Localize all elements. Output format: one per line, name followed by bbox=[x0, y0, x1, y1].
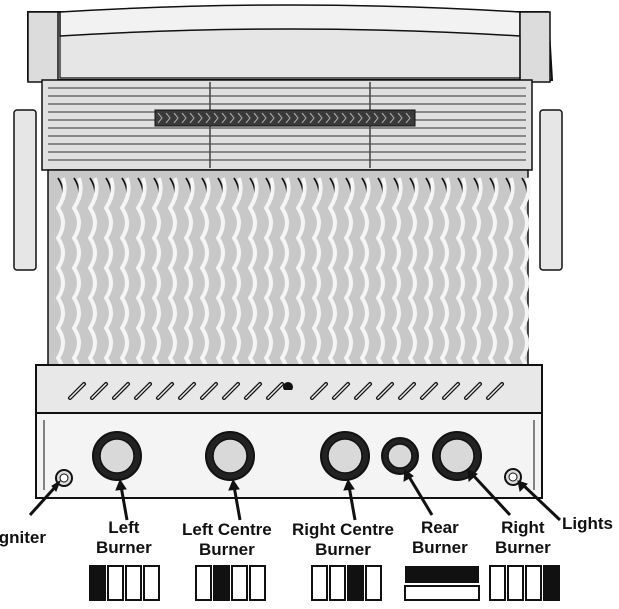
indicator-cell bbox=[489, 565, 506, 601]
left-centre-burner-label-line2: Burner bbox=[199, 540, 255, 559]
right-burner-label-line1: Right bbox=[501, 518, 545, 537]
left-burner-knob[interactable] bbox=[92, 431, 142, 481]
burner-indicators bbox=[89, 565, 560, 601]
left-side-panel bbox=[13, 109, 37, 271]
indicator-cell bbox=[311, 565, 328, 601]
indicator-cell bbox=[143, 565, 160, 601]
right-burner-knob[interactable] bbox=[432, 431, 482, 481]
left-burner-indicator bbox=[89, 565, 160, 601]
right-centre-burner-indicator bbox=[311, 565, 382, 601]
left-burner-label-line1: Left bbox=[108, 518, 140, 537]
rear-burner-knob[interactable] bbox=[381, 437, 419, 475]
left-burner-label-line2: Burner bbox=[96, 538, 152, 557]
indicator-cell bbox=[89, 565, 106, 601]
right-burner-indicator bbox=[489, 565, 560, 601]
indicator-cell bbox=[507, 565, 524, 601]
indicator-cell bbox=[543, 565, 560, 601]
indicator-cell bbox=[195, 565, 212, 601]
warming-rack bbox=[41, 79, 533, 171]
igniter-label-text: Igniter bbox=[0, 528, 46, 547]
indicator-cell bbox=[249, 565, 266, 601]
rear-burner-label: Rear Burner bbox=[412, 518, 468, 558]
left-centre-burner-knob[interactable] bbox=[205, 431, 255, 481]
indicator-cell bbox=[329, 565, 346, 601]
left-centre-burner-label: Left Centre Burner bbox=[182, 520, 272, 560]
indicator-cell bbox=[347, 565, 364, 601]
lights-label: Lights bbox=[562, 514, 613, 534]
igniter-label: Igniter bbox=[0, 528, 46, 548]
indicator-cell bbox=[365, 565, 382, 601]
indicator-cell bbox=[213, 565, 230, 601]
left-centre-burner-label-line1: Left Centre bbox=[182, 520, 272, 539]
right-centre-burner-label: Right Centre Burner bbox=[292, 520, 394, 560]
grill-grates bbox=[47, 169, 531, 390]
right-burner-label-line2: Burner bbox=[495, 538, 551, 557]
indicator-cell bbox=[107, 565, 124, 601]
pointer-arrows bbox=[28, 469, 562, 522]
right-centre-burner-label-line1: Right Centre bbox=[292, 520, 394, 539]
left-centre-burner-indicator bbox=[195, 565, 266, 601]
rear-burner-indicator bbox=[404, 566, 480, 601]
left-burner-label: Left Burner bbox=[96, 518, 152, 558]
right-centre-burner-label-line2: Burner bbox=[315, 540, 371, 559]
lights-label-text: Lights bbox=[562, 514, 613, 533]
lights-button[interactable] bbox=[504, 468, 522, 486]
right-burner-label: Right Burner bbox=[495, 518, 551, 558]
right-centre-burner-knob[interactable] bbox=[320, 431, 370, 481]
rear-burner-label-line2: Burner bbox=[412, 538, 468, 557]
indicator-cell bbox=[231, 565, 248, 601]
rear-burner-label-line1: Rear bbox=[420, 518, 459, 537]
grill-hood bbox=[27, 4, 554, 83]
indicator-cell bbox=[125, 565, 142, 601]
right-side-panel bbox=[539, 109, 563, 271]
indicator-cell bbox=[525, 565, 542, 601]
